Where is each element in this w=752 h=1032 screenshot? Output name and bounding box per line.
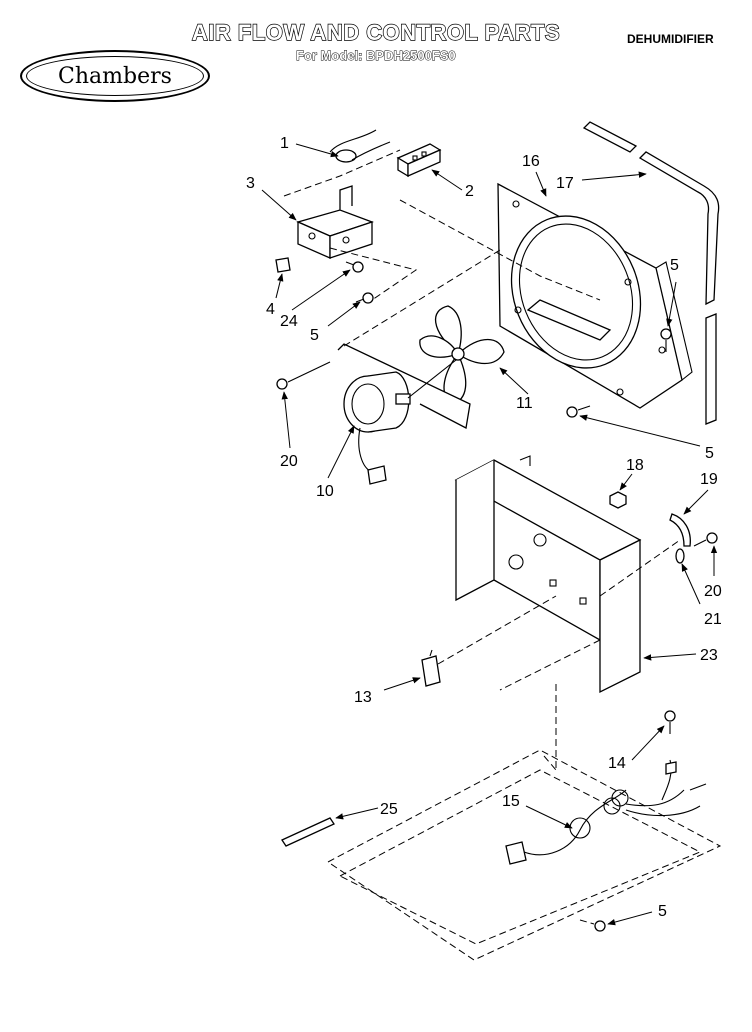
brand-logo-inner: Chambers <box>26 56 204 96</box>
part-5-screw-mid <box>566 405 591 418</box>
part-10-motor <box>337 249 501 485</box>
callout-23: 23 <box>700 647 718 664</box>
callout-20a: 20 <box>280 453 298 470</box>
part-2-terminal-block <box>396 143 442 178</box>
part-1-clip <box>329 129 391 163</box>
callout-5b: 5 <box>670 257 679 274</box>
part-17-gasket-strips <box>582 121 720 425</box>
leader-lines <box>261 143 718 926</box>
callout-14: 14 <box>608 755 626 772</box>
part-15-power-cord <box>505 759 707 865</box>
part-4-grommet <box>275 257 291 273</box>
callout-11: 11 <box>516 395 533 412</box>
model-subtitle: For Model: BPDH2500FS0 <box>296 48 457 64</box>
part-24-screw <box>345 261 364 273</box>
part-25-rod <box>281 817 335 847</box>
callout-24: 24 <box>280 313 298 330</box>
part-20-screw-left <box>276 361 331 390</box>
callout-20b: 20 <box>704 583 722 600</box>
page-title: AIR FLOW AND CONTROL PARTS <box>191 19 561 45</box>
product-category: DEHUMIDIFIER <box>627 32 714 46</box>
callout-13: 13 <box>354 689 372 706</box>
callout-21: 21 <box>704 611 722 628</box>
callout-1: 1 <box>280 135 289 152</box>
part-16-shroud-plate <box>399 182 693 409</box>
part-19-cord-clip <box>669 513 691 547</box>
callout-10: 10 <box>316 483 334 500</box>
part-23-housing-bracket <box>454 455 681 770</box>
part-5-screw-bottom <box>579 919 606 932</box>
callout-3: 3 <box>246 175 255 192</box>
callout-19: 19 <box>700 471 718 488</box>
part-21-washer <box>675 548 685 564</box>
callout-17: 17 <box>556 175 574 192</box>
part-5-screw-left <box>355 292 374 304</box>
part-14-screw <box>664 710 676 734</box>
callout-4: 4 <box>266 301 275 318</box>
part-3-control-bracket <box>283 149 418 301</box>
callout-5d: 5 <box>658 903 667 920</box>
part-20-screw-right <box>693 532 718 547</box>
base-pan <box>327 749 722 961</box>
callout-labels: 1 2 3 4 24 5 16 17 5 11 20 10 5 18 19 20… <box>246 135 722 920</box>
callout-2: 2 <box>465 183 474 200</box>
brand-logo: Chambers <box>20 50 210 102</box>
callout-16: 16 <box>522 153 540 170</box>
callout-25: 25 <box>380 801 398 818</box>
part-11-fan-blade <box>419 305 505 405</box>
part-13-capacitor <box>421 595 557 687</box>
callout-5c: 5 <box>705 445 714 462</box>
part-18-nut <box>609 491 627 509</box>
callout-18: 18 <box>626 457 644 474</box>
callout-15: 15 <box>502 793 520 810</box>
callout-5a: 5 <box>310 327 319 344</box>
part-5-screw-right <box>660 328 672 352</box>
brand-logo-text: Chambers <box>58 63 172 89</box>
